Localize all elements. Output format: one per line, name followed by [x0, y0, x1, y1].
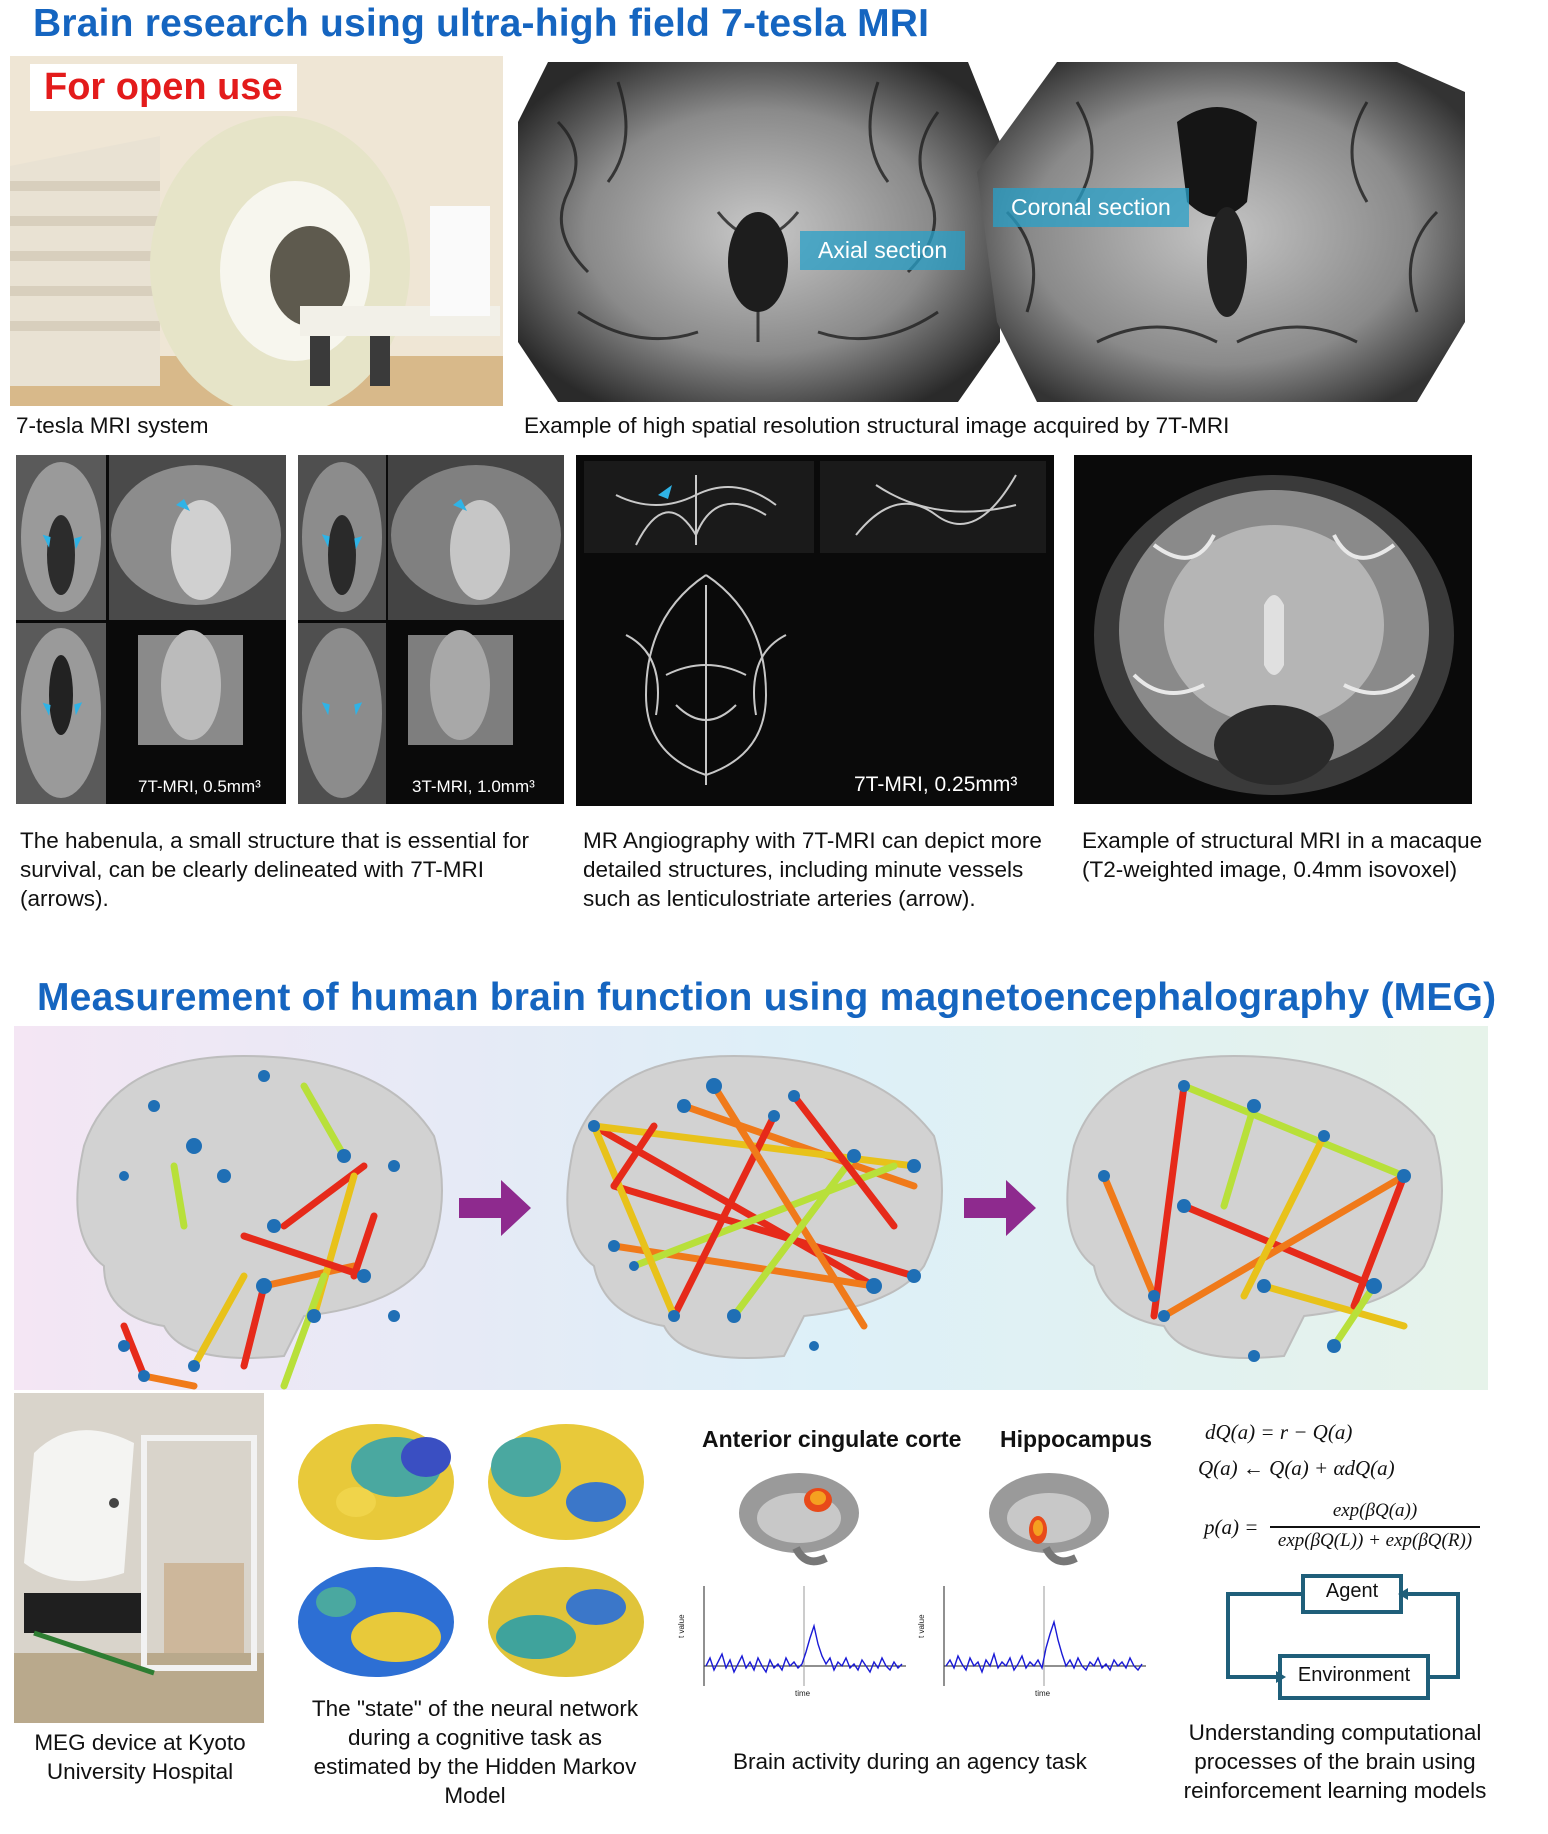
hmm-state-brains — [296, 1412, 656, 1682]
hippocampus-timeseries-plot: t value time — [910, 1578, 1150, 1698]
axial-section-image — [518, 62, 1000, 402]
meg-device-photo — [14, 1393, 264, 1723]
hippo-plot-ylabel: t value — [917, 1614, 926, 1638]
acc-plot-xlabel: time — [795, 1689, 811, 1698]
agent-box-label: Agent — [1325, 1580, 1379, 1602]
macaque-mri-image — [1074, 455, 1472, 804]
macaque-caption: Example of structural MRI in a macaque (… — [1082, 826, 1502, 884]
axial-section-label: Axial section — [800, 231, 966, 270]
habenula-7t-panel: 7T-MRI, 0.5mm³ — [16, 455, 286, 804]
rl-equation-3-numerator: exp(βQ(a)) — [1332, 1500, 1418, 1521]
hippo-plot-xlabel: time — [1035, 1689, 1051, 1698]
rl-loop-diagram: Agent Environment — [1218, 1570, 1468, 1720]
angiography-caption: MR Angiography with 7T-MRI can depict mo… — [583, 828, 1042, 911]
coronal-section-label: Coronal section — [993, 188, 1189, 227]
structural-image-caption: Example of high spatial resolution struc… — [524, 413, 1230, 438]
hmm-caption: The "state" of the neural network during… — [311, 1696, 639, 1808]
brain-network-1 — [76, 1054, 443, 1390]
rl-equation-fraction-bar — [1270, 1526, 1480, 1528]
rl-equation-3-lhs: p(a) = — [1204, 1515, 1259, 1539]
habenula-7t-label: 7T-MRI, 0.5mm³ — [138, 777, 261, 796]
acc-plot-ylabel: t value — [677, 1614, 686, 1638]
hmm-brain-1 — [298, 1424, 454, 1540]
habenula-3t-label: 3T-MRI, 1.0mm³ — [412, 777, 535, 796]
acc-timeseries-plot: t value time — [670, 1578, 910, 1698]
rl-equation-3-denominator: exp(βQ(L)) + exp(βQ(R)) — [1277, 1530, 1473, 1551]
brain-network-3 — [1066, 1054, 1443, 1362]
hmm-brain-4 — [488, 1567, 644, 1677]
section-title-meg: Measurement of human brain function usin… — [37, 976, 1497, 1019]
section-title-mri: Brain research using ultra-high field 7-… — [33, 2, 930, 45]
mri-system-caption: 7-tesla MRI system — [16, 413, 209, 438]
transition-arrow-2 — [964, 1180, 1036, 1236]
meg-device-caption: MEG device at Kyoto University Hospital — [34, 1730, 246, 1784]
hippocampus-label: Hippocampus — [1000, 1426, 1153, 1452]
hippocampus-brain-image — [986, 1468, 1112, 1568]
hmm-brain-2 — [488, 1424, 644, 1540]
transition-arrow-1 — [459, 1180, 531, 1236]
agency-task-caption: Brain activity during an agency task — [733, 1749, 1087, 1774]
angiography-label: 7T-MRI, 0.25mm³ — [854, 773, 1018, 796]
brain-network-band — [14, 1026, 1488, 1390]
macaque-caption-line2: (T2-weighted image, 0.4mm isovoxel) — [1082, 857, 1458, 882]
acc-label: Anterior cingulate corte — [702, 1426, 962, 1452]
habenula-caption: The habenula, a small structure that is … — [20, 828, 530, 911]
environment-box-label: Environment — [1297, 1664, 1411, 1686]
rl-equation-1: dQ(a) = r − Q(a) — [1205, 1420, 1353, 1444]
mri-system-photo: For open use — [10, 56, 503, 406]
hmm-brain-3 — [298, 1567, 454, 1677]
habenula-3t-panel: 3T-MRI, 1.0mm³ — [298, 455, 564, 804]
rl-equation-2: Q(a) ← Q(a) + αdQ(a) — [1198, 1456, 1395, 1480]
brain-network-2 — [566, 1054, 943, 1359]
rl-caption: Understanding computational processes of… — [1183, 1720, 1487, 1803]
angiography-panel: 7T-MRI, 0.25mm³ — [576, 455, 1054, 806]
macaque-caption-line1: Example of structural MRI in a macaque — [1082, 828, 1483, 853]
open-use-badge: For open use — [30, 64, 297, 111]
acc-brain-image — [736, 1468, 862, 1568]
coronal-section-image — [977, 62, 1465, 402]
